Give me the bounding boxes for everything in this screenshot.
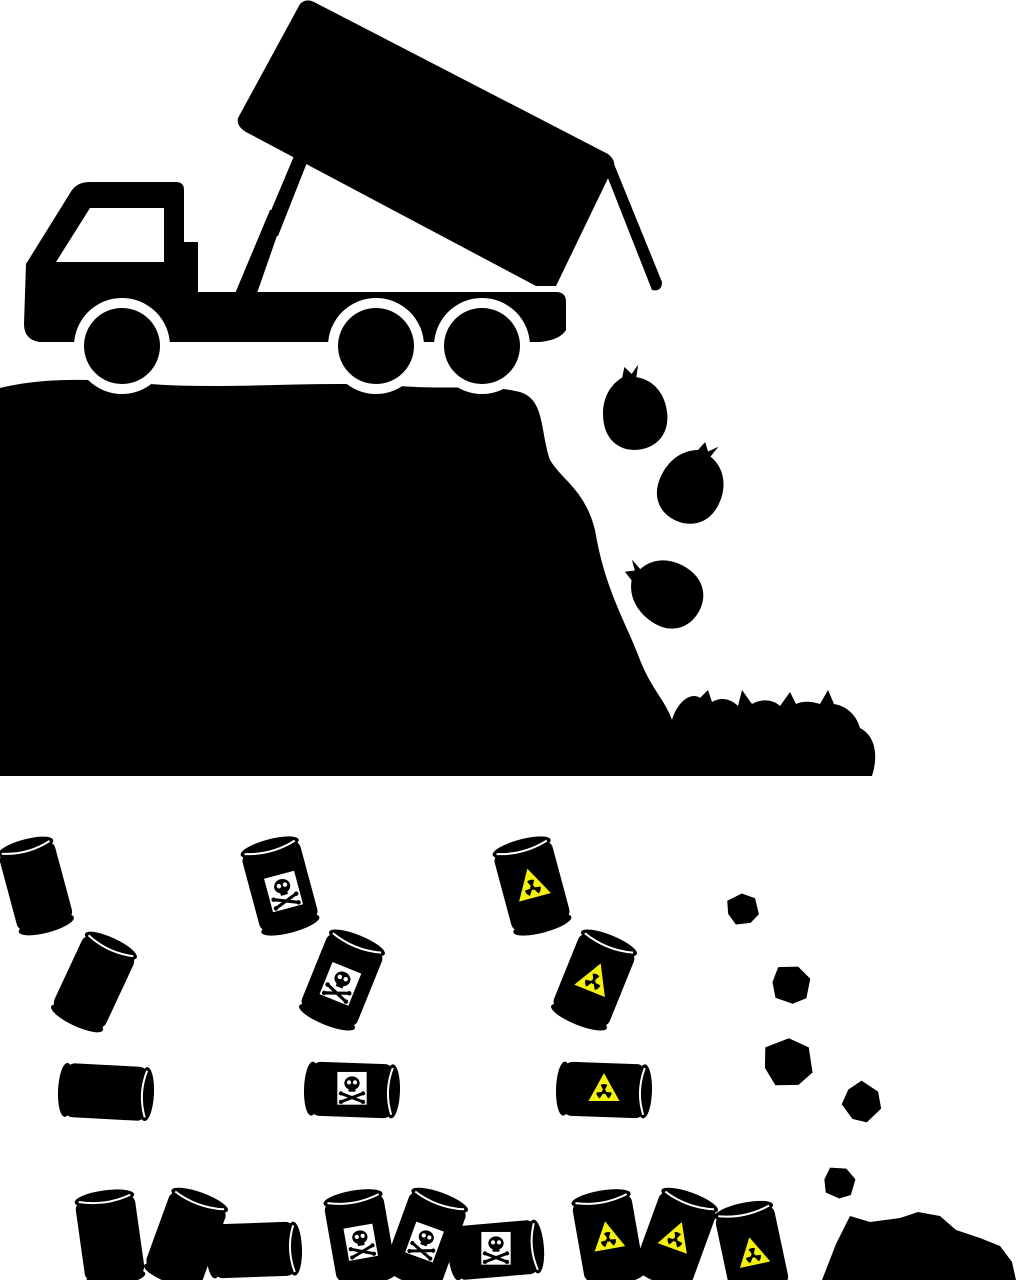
garbage-bag-icon (609, 542, 715, 640)
rubble-pieces (723, 889, 1016, 1280)
oil-barrel-icon (46, 925, 142, 1039)
skull-crossbones-icon (479, 1229, 513, 1267)
rubble-chunk-icon (821, 1165, 857, 1201)
dump-truck-icon (24, 0, 662, 394)
toxic-barrels (237, 830, 548, 1280)
landfill-mound (0, 379, 672, 776)
skull-crossbones-icon (341, 1221, 381, 1264)
rubble-chunk-icon (759, 1033, 818, 1093)
oil-barrel-icon (0, 831, 77, 941)
oil-barrel-icon (72, 1185, 148, 1280)
rubble-pile (822, 1212, 1016, 1280)
rubble-chunk-icon (770, 964, 812, 1006)
rubble-chunk-icon (835, 1076, 889, 1129)
bag-pile (670, 690, 876, 776)
oil-barrel-icon (55, 1061, 157, 1123)
skull-crossbones-icon (335, 1069, 369, 1107)
oil-barrel-icon (204, 1220, 304, 1280)
garbage-bag-icon (594, 361, 673, 455)
rubble-chunk-icon (723, 889, 763, 930)
garbage-bag-icon (648, 431, 738, 533)
falling-bags (594, 361, 738, 640)
